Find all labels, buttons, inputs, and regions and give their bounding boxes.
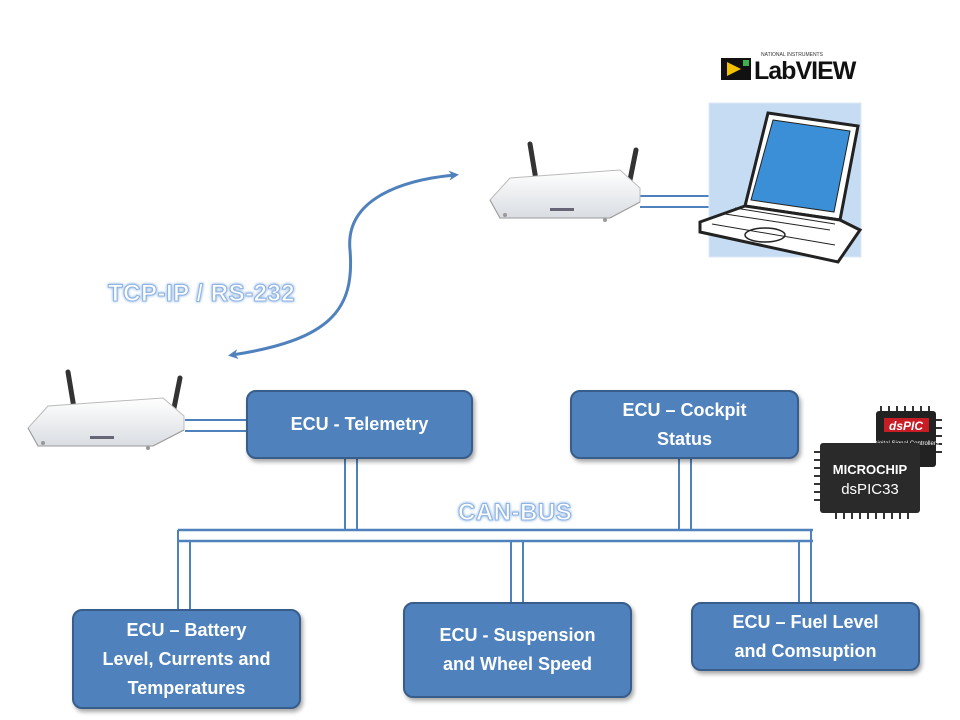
can-bus-drops [177,458,812,612]
ecu-telemetry-box: ECU - Telemetry [246,390,473,459]
can-bus-line [178,528,813,543]
ecu-suspension-label: ECU - Suspension and Wheel Speed [439,625,596,674]
ecu-battery-box: ECU – Battery Level, Currents and Temper… [72,609,301,709]
labview-wordmark: LabVIEW [754,56,856,85]
labview-flag-icon [721,58,751,80]
tcp-ip-label: TCP-IP / RS-232 [107,280,296,308]
dspic33-text: dsPIC33 [841,481,899,498]
ecu-fuel-label: ECU – Fuel Level and Comsuption [732,611,879,661]
labview-small-text: NATIONAL INSTRUMENTS [761,52,823,58]
dspic-chip-icon: dsPIC Digital Signal Controllers MICROCH… [814,406,942,519]
labview-logo: NATIONAL INSTRUMENTS LabVIEW [721,52,856,85]
router-icon [489,141,641,222]
ecu-telemetry-label: ECU - Telemetry [290,414,429,434]
ecu-fuel-box: ECU – Fuel Level and Comsuption [691,602,920,671]
ecu-cockpit-box: ECU – Cockpit Status [570,390,799,459]
router-laptop-connection [640,195,710,208]
microchip-text: MICROCHIP [833,462,908,477]
router-telemetry-connection [185,419,248,432]
dspic-badge-text: dsPIC [889,419,923,433]
tcp-ip-link-arrow [228,170,459,360]
laptop-icon [698,102,863,264]
ecu-suspension-box: ECU - Suspension and Wheel Speed [403,602,632,698]
ecu-cockpit-label: ECU – Cockpit Status [622,399,747,449]
ecu-battery-label: ECU – Battery Level, Currents and Temper… [102,619,271,698]
can-bus-label: CAN-BUS [457,499,573,527]
router-icon [27,369,185,450]
